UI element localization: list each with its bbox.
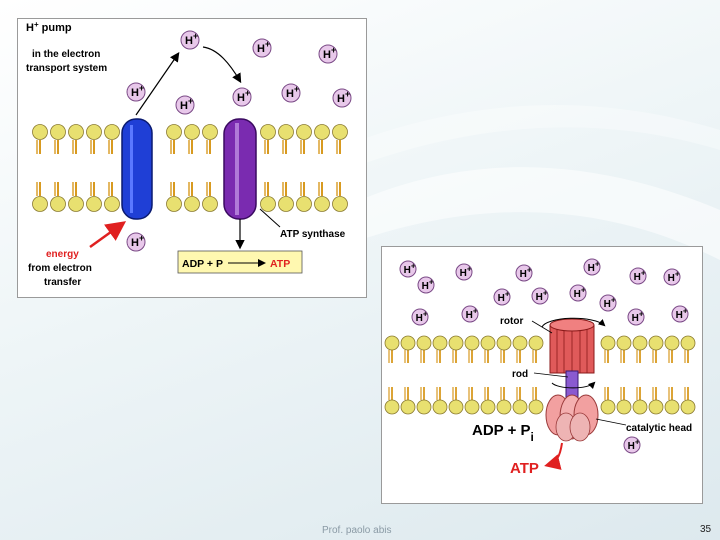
rotor-reaction-left: ADP + Pi xyxy=(472,422,534,444)
h-ion: H+ xyxy=(281,83,301,103)
proton-pump-protein xyxy=(121,118,153,220)
catalytic-leader xyxy=(595,418,627,426)
rod-label: rod xyxy=(512,369,528,380)
pump-label-line2: in the electron xyxy=(32,49,100,60)
energy-label-line2: from electron xyxy=(28,263,92,274)
reaction-box: ADP + P ATP xyxy=(177,250,303,274)
svg-text:H+: H+ xyxy=(257,39,270,55)
svg-text:H+: H+ xyxy=(131,83,144,99)
h-ion: H+ xyxy=(126,82,146,102)
h-ion: H+ xyxy=(627,308,645,326)
rotor-svg: H+H+H+H+H+H+H+H+H+H+H+H+H+H+H+H+ rotor r… xyxy=(384,258,696,477)
rotor-label: rotor xyxy=(500,316,523,327)
synthase-label-leader xyxy=(259,208,281,228)
rotor-h-ions-group: H+H+H+H+H+H+H+H+H+H+H+H+H+H+H+H+ xyxy=(399,258,689,454)
energy-arrow xyxy=(89,221,127,249)
atp-synthase-label: ATP synthase xyxy=(280,229,346,240)
h-ion: H+ xyxy=(583,258,601,276)
svg-text:H+: H+ xyxy=(337,89,350,105)
svg-text:H+: H+ xyxy=(237,88,250,104)
rotor-reaction-product: ATP xyxy=(510,460,539,477)
energy-label-line3: transfer xyxy=(44,277,81,288)
svg-text:H+: H+ xyxy=(628,437,640,452)
svg-text:H+: H+ xyxy=(416,309,428,324)
h-ion: H+ xyxy=(399,260,417,278)
h-ion: H+ xyxy=(318,44,338,64)
svg-text:H+: H+ xyxy=(422,277,434,292)
svg-text:H+: H+ xyxy=(131,233,144,249)
h-ion: H+ xyxy=(232,87,252,107)
svg-text:H+: H+ xyxy=(668,269,680,284)
page-number: 35 xyxy=(700,524,712,535)
svg-text:H+: H+ xyxy=(498,289,510,304)
rotor-leader xyxy=(531,320,553,334)
h-ion: H+ xyxy=(417,276,435,294)
pump-label-line3: transport system xyxy=(26,63,107,74)
pump-to-h-arrow xyxy=(135,52,180,116)
membrane-upper-leaflet xyxy=(31,123,349,155)
atp-synthase-protein xyxy=(223,118,257,220)
svg-text:H+: H+ xyxy=(536,288,548,303)
footer-author: Prof. paolo abis xyxy=(322,525,392,536)
svg-text:H+: H+ xyxy=(286,84,299,100)
svg-text:H+: H+ xyxy=(466,306,478,321)
electron-transport-svg: H+ H+ H+ H+ H+ H+ H+ H+ H+ H+pump in the electro… xyxy=(26,20,352,288)
h-ion: H+ xyxy=(663,268,681,286)
svg-text:H+: H+ xyxy=(676,306,688,321)
svg-text:H+: H+ xyxy=(180,96,193,112)
pump-label-line1: H+pump xyxy=(26,20,72,34)
h-ion: H+ xyxy=(629,267,647,285)
h-ion: H+ xyxy=(531,287,549,305)
h-ion: H+ xyxy=(671,305,689,323)
h-ion: H+ xyxy=(175,95,195,115)
svg-text:H+: H+ xyxy=(604,295,616,310)
h-to-synthase-arrow xyxy=(202,46,242,84)
h-ion: H+ xyxy=(126,232,146,252)
svg-text:H+: H+ xyxy=(574,285,586,300)
svg-text:H+: H+ xyxy=(404,261,416,276)
atp-synthase-rotor-diagram: H+H+H+H+H+H+H+H+H+H+H+H+H+H+H+H+ rotor r… xyxy=(381,246,703,504)
h-ions-group: H+ H+ H+ H+ H+ H+ H+ H+ H+ xyxy=(126,30,352,252)
svg-text:H+: H+ xyxy=(520,265,532,280)
h-ion: H+ xyxy=(515,264,533,282)
h-ion: H+ xyxy=(623,436,641,454)
svg-text:H+: H+ xyxy=(185,31,198,47)
svg-text:H+: H+ xyxy=(323,45,336,61)
h-ion: H+ xyxy=(411,308,429,326)
reaction-left: ADP + P xyxy=(182,258,223,270)
svg-text:H+: H+ xyxy=(588,259,600,274)
catalytic-head-label: catalytic head xyxy=(626,423,692,434)
h-ion: H+ xyxy=(332,88,352,108)
reaction-right: ATP xyxy=(270,258,290,270)
svg-text:H+: H+ xyxy=(632,309,644,324)
catalytic-head xyxy=(545,394,599,442)
rod-leader xyxy=(533,372,569,378)
energy-label-line1: energy xyxy=(46,249,79,260)
electron-transport-diagram: H+ H+ H+ H+ H+ H+ H+ H+ H+ H+pump in the electro… xyxy=(17,18,367,298)
atp-release-arrow xyxy=(544,442,563,470)
h-ion: H+ xyxy=(599,294,617,312)
h-ion: H+ xyxy=(569,284,587,302)
rotor-membrane-upper xyxy=(384,335,696,364)
h-ion: H+ xyxy=(493,288,511,306)
svg-text:H+: H+ xyxy=(634,268,646,283)
h-ion: H+ xyxy=(455,263,473,281)
h-ion: H+ xyxy=(461,305,479,323)
svg-text:H+: H+ xyxy=(460,264,472,279)
rotor-membrane-lower xyxy=(384,386,696,415)
rotor-cylinder xyxy=(541,317,606,374)
h-ion: H+ xyxy=(180,30,200,50)
h-ion: H+ xyxy=(252,38,272,58)
membrane-lower-leaflet xyxy=(31,181,349,213)
